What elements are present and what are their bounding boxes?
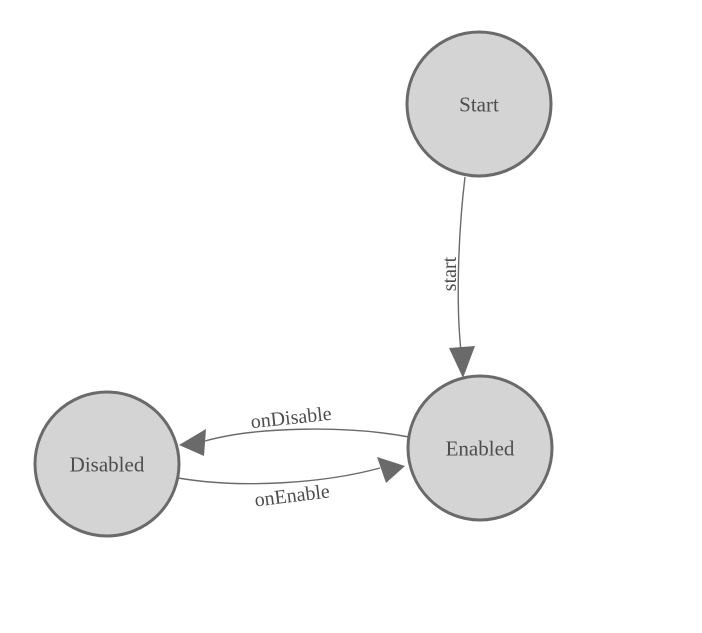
transition-edge-start-to-enabled: start <box>439 176 475 378</box>
edge-line <box>177 467 381 485</box>
state-node-disabled: Disabled <box>33 390 181 538</box>
edge-arrowhead <box>179 429 206 456</box>
state-node-enabled: Enabled <box>406 374 554 522</box>
state-circle <box>406 374 554 522</box>
edge-arrowhead <box>377 457 405 483</box>
transition-edge-disabled-to-enabled: onEnable <box>177 457 405 512</box>
edge-line <box>204 428 410 442</box>
transition-edge-enabled-to-disabled: onDisable <box>179 403 410 456</box>
edge-line <box>457 176 466 352</box>
state-circle <box>33 390 181 538</box>
edge-label: start <box>439 256 461 291</box>
state-label: Disabled <box>70 452 145 476</box>
state-node-start: Start <box>405 30 553 178</box>
state-circle <box>405 30 553 178</box>
edge-label: onEnable <box>253 480 331 511</box>
state-label: Start <box>459 92 499 116</box>
state-label: Enabled <box>446 436 515 460</box>
edge-arrowhead <box>449 346 475 378</box>
